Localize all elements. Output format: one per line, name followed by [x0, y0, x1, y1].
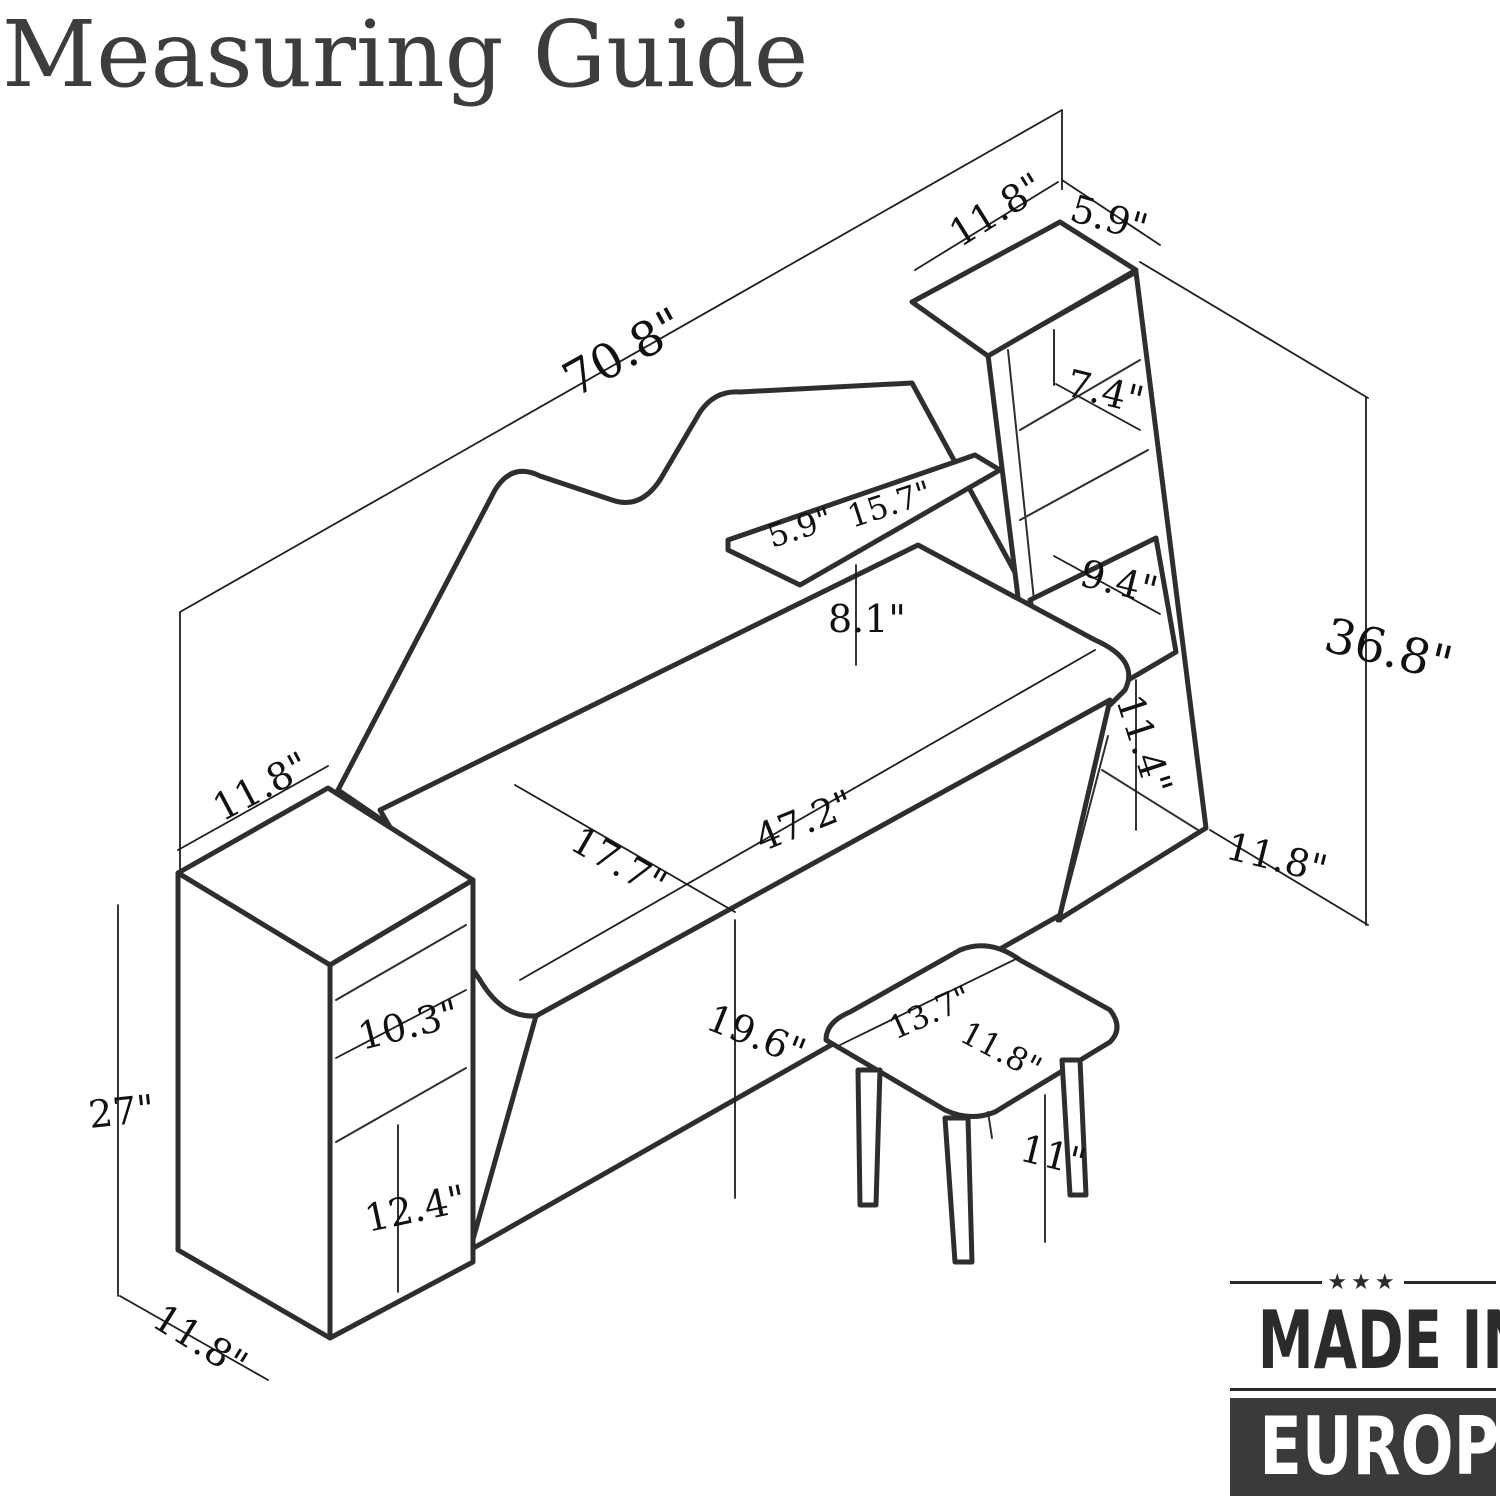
- badge-made-in-text: MADE IN: [1257, 1294, 1500, 1387]
- made-in-europe-badge: ★★★ MADE IN EUROPE: [1228, 1270, 1500, 1498]
- badge-europe-text: EUROPE: [1259, 1400, 1500, 1493]
- page-title: Measuring Guide: [2, 1, 809, 108]
- left-cabinet-depth-dimension: 11.8": [119, 1295, 269, 1387]
- badge-rule-mid: [1230, 1388, 1496, 1391]
- badge-rule-right: [1404, 1281, 1496, 1284]
- right-base-depth-dimension: 11.8": [1222, 824, 1332, 891]
- overall-width-label: 70.8": [554, 297, 694, 408]
- left-cabinet-height-dimension: 27": [86, 904, 156, 1297]
- badge-rule-left: [1230, 1281, 1322, 1284]
- left-cabinet: [175, 785, 476, 1341]
- desk-top: [377, 542, 1132, 1253]
- left-cabinet-depth-label: 11.8": [145, 1295, 255, 1386]
- overall-height-label: 36.8": [1319, 607, 1458, 693]
- small-shelf-clearance-dimension: 8.1": [828, 564, 906, 666]
- badge-dark-box: EUROPE: [1230, 1398, 1500, 1496]
- small-shelf: [725, 452, 1003, 588]
- small-shelf-clearance-label: 8.1": [828, 597, 906, 641]
- left-cabinet-height-label: 27": [86, 1086, 156, 1137]
- right-base-depth-label: 11.8": [1222, 824, 1332, 891]
- stool: [823, 943, 1120, 1265]
- badge-stars-icon: ★★★: [1327, 1270, 1399, 1295]
